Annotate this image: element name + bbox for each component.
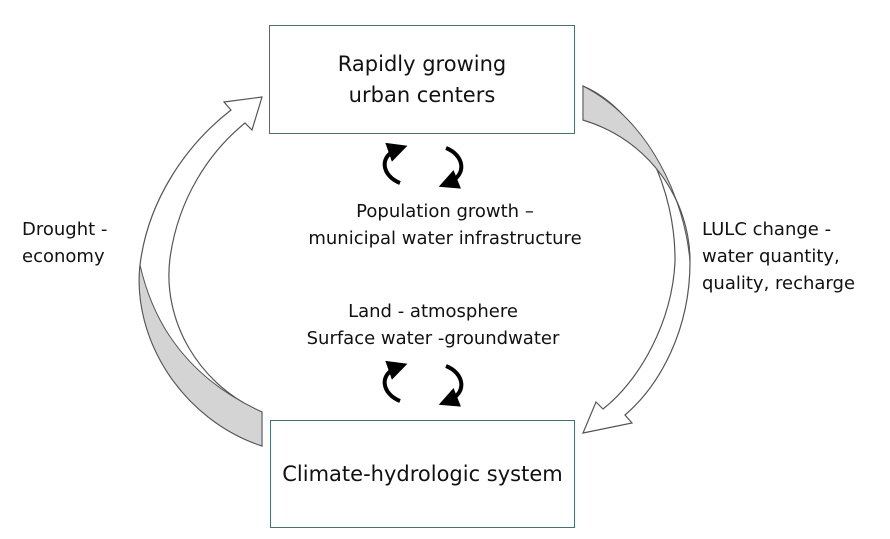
climate-hydrologic-label: Climate-hydrologic system: [282, 461, 563, 486]
bottom-cycle-arrows: [382, 360, 464, 407]
right-curved-arrow-shade: [582, 85, 691, 263]
top-right-cycle-arrow: [438, 146, 464, 189]
lulc-change-label: LULC change - water quantity, quality, r…: [702, 219, 856, 294]
climate-hydrologic-node: Climate-hydrologic system: [270, 420, 575, 528]
bottom-left-cycle-arrow: [382, 360, 408, 403]
bottom-right-cycle-arrow: [438, 364, 464, 407]
urban-centers-label: Rapidly growing urban centers: [337, 51, 507, 107]
drought-economy-label: Drought - economy: [22, 219, 108, 267]
urban-centers-node: Rapidly growing urban centers: [269, 25, 575, 134]
left-curved-arrow-shade: [138, 264, 263, 447]
land-atmosphere-label: Land - atmosphere Surface water -groundw…: [306, 301, 560, 349]
top-cycle-arrows: [382, 142, 464, 189]
population-growth-label: Population growth – municipal water infr…: [308, 201, 582, 249]
top-left-cycle-arrow: [382, 142, 408, 185]
